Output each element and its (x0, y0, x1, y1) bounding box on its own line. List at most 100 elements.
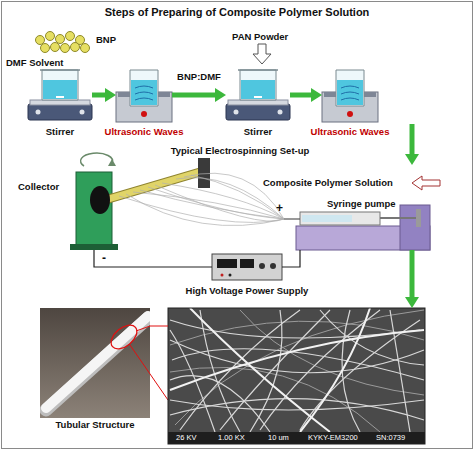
connector-line (290, 93, 313, 98)
process-arrow (92, 88, 116, 102)
stirrer-station: Stirrer (226, 66, 290, 124)
device-label: Syringe pumpe (327, 198, 396, 209)
station-label: Stirrer (46, 126, 75, 137)
pump-drive (400, 205, 430, 250)
photo-caption: Tubular Structure (56, 419, 135, 430)
fibre (140, 190, 284, 219)
fibre (170, 340, 424, 373)
sem-info: 26 KV (176, 433, 196, 443)
ultrasonic-bath (322, 70, 378, 122)
collector: Collector (72, 168, 116, 250)
leader-line (136, 326, 150, 331)
connector-line (282, 250, 300, 267)
sem-info-bar (168, 432, 425, 444)
arrow-head (215, 88, 226, 102)
magnetic-stirrer (226, 70, 290, 120)
ultrasonic-station: Ultrasonic Waves (116, 66, 172, 124)
connector-line (150, 326, 168, 327)
collector-base (70, 244, 118, 250)
solution-label: Composite Polymer Solution (263, 177, 393, 188)
process-arrow (290, 88, 322, 102)
connector-line (92, 93, 107, 98)
sem-background (168, 308, 425, 444)
connector-line (410, 250, 415, 299)
stirrer-station: Stirrer (28, 66, 92, 124)
electric-wire (94, 250, 212, 267)
power-display (217, 259, 237, 268)
fibre (200, 310, 240, 432)
magnetic-stirrer (28, 70, 92, 120)
device-label: Collector (18, 181, 59, 192)
particle (36, 36, 45, 45)
power-supply: High Voltage Power Supply (212, 254, 282, 280)
sem-info: 1.00 KX (218, 433, 245, 443)
fibre (170, 367, 380, 432)
station-label: Ultrasonic Waves (105, 126, 184, 137)
particle (81, 44, 90, 53)
rotation-arrow (81, 153, 113, 166)
leader-line (150, 326, 168, 327)
photo-background (40, 308, 150, 418)
power-supply-body (212, 254, 282, 280)
fibre (390, 310, 410, 432)
arrow-head (105, 88, 116, 102)
sem-fibres (170, 310, 424, 432)
power-knob (259, 263, 265, 269)
polarity-sign: + (276, 202, 283, 214)
plunger-rod (380, 217, 418, 219)
ultrasonic-bath (116, 70, 172, 122)
pointer-arrow (412, 176, 440, 190)
power-terminal (221, 274, 224, 277)
tube-photo (40, 308, 150, 418)
particle (61, 44, 70, 53)
sem-info: KYKY-EM3200 (308, 433, 358, 443)
electric-wire (282, 250, 300, 267)
particle (46, 32, 55, 41)
rotating-drum (90, 186, 110, 214)
tube (46, 316, 148, 408)
process-arrow (172, 88, 226, 102)
particle (71, 43, 80, 52)
arrow-head (405, 297, 419, 308)
sem-fibres-deep (170, 310, 424, 432)
collector-stand (76, 172, 112, 246)
diagram-title: Steps of Preparing of Composite Polymer … (105, 6, 370, 19)
section-heading: Typical Electrospinning Set-up (171, 145, 310, 156)
fibre (190, 308, 330, 432)
sem-fibres-bright (170, 308, 424, 432)
tube-photo: Tubular Structure (40, 308, 150, 418)
fibre (300, 308, 370, 432)
fibre (126, 194, 284, 226)
fibre (162, 183, 284, 219)
process-arrow (405, 250, 419, 308)
connector-line (94, 250, 212, 267)
particle (66, 32, 75, 41)
sem-frame (168, 308, 425, 444)
ultrasonic-station: Ultrasonic Waves (322, 66, 426, 124)
edge-label: BNP:DMF (177, 71, 221, 82)
particle (41, 44, 50, 53)
connector-line (410, 124, 415, 156)
sem-info: SN:0739 (376, 433, 405, 443)
particle (51, 43, 60, 52)
power-terminal (229, 274, 232, 277)
arrow-head (405, 154, 419, 165)
nanoparticles (36, 32, 90, 53)
material-label: PAN Powder (232, 31, 288, 42)
material-label: DMF Solvent (6, 57, 64, 68)
syringe-barrel (300, 212, 380, 225)
sem-info: 10 um (268, 433, 289, 443)
connector-line (172, 93, 217, 98)
highlight-ellipse (107, 320, 142, 353)
sem-micrograph (168, 308, 425, 444)
power-knob (270, 263, 276, 269)
station-label: Ultrasonic Waves (311, 126, 390, 137)
fibre (220, 310, 330, 430)
particle (56, 35, 65, 44)
fibre (170, 399, 424, 420)
fibre (155, 185, 284, 221)
